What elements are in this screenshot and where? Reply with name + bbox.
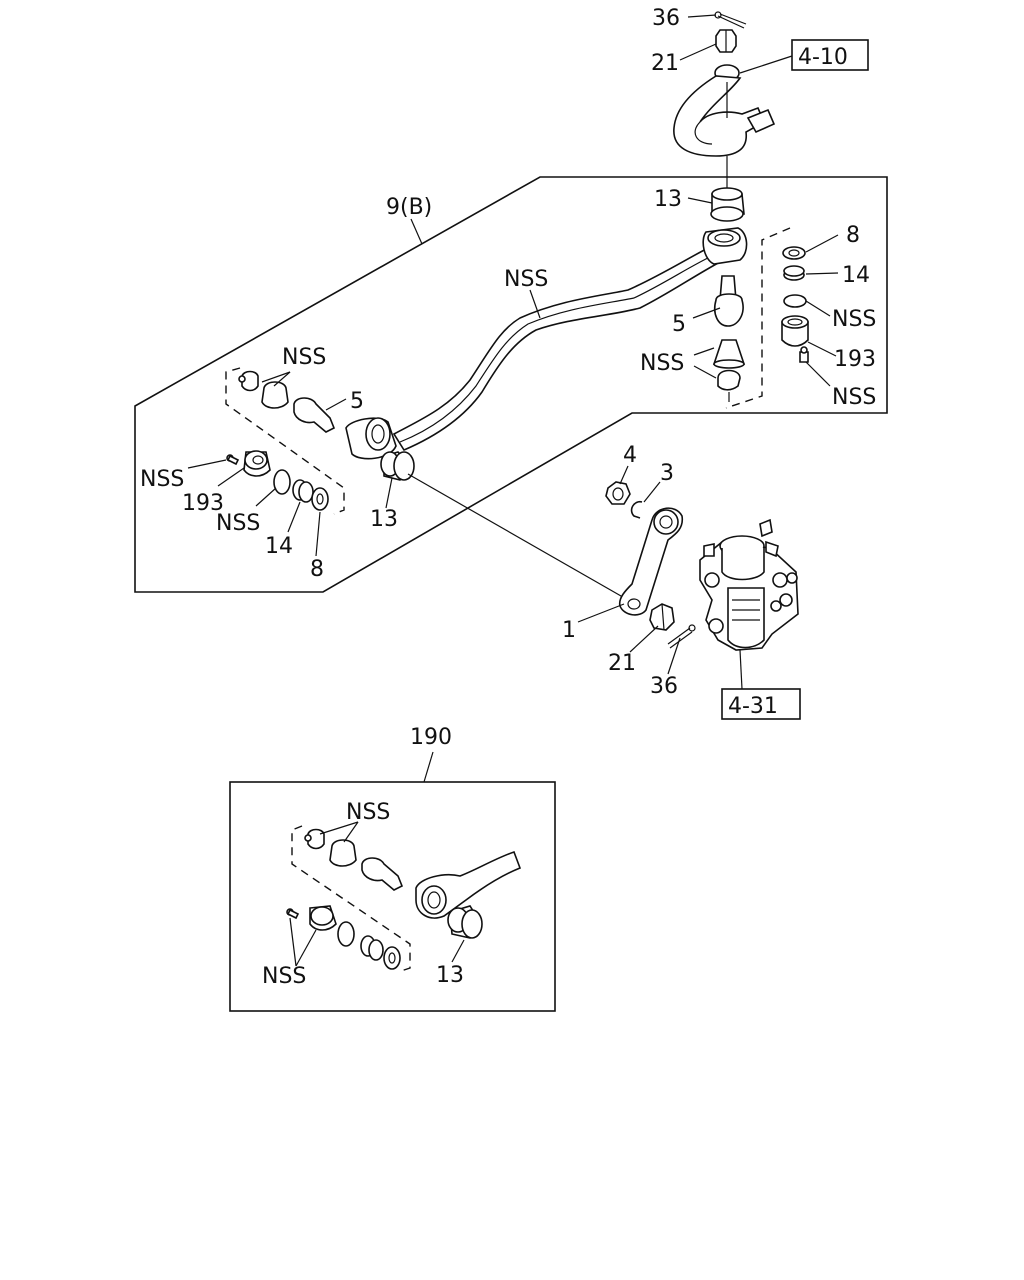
label-21-top: 21 <box>651 51 679 76</box>
inset-bushing-13 <box>447 905 483 939</box>
inset-seal <box>337 921 355 947</box>
bushing-to-arm-line <box>407 473 629 601</box>
tie-rod-tube <box>392 244 722 452</box>
label-nss-left-1: NSS <box>282 345 326 370</box>
inset-grease-nipple-top <box>304 828 325 850</box>
label-8-right: 8 <box>846 223 860 248</box>
left-group-bracket-top <box>225 367 345 515</box>
right-group-bracket <box>725 227 791 409</box>
tie-rod-end-left <box>345 417 397 460</box>
spring-14-right <box>783 265 805 281</box>
label-9b: 9(B) <box>386 195 432 220</box>
grease-nipple-left-top <box>238 370 259 392</box>
idler-arm-bracket <box>673 64 776 157</box>
clip-3 <box>630 500 643 519</box>
label-3: 3 <box>660 461 674 486</box>
label-36-bottom: 36 <box>650 674 678 699</box>
label-nss-right-1: NSS <box>832 307 876 332</box>
castle-nut-top <box>715 29 737 53</box>
castle-nut-bottom <box>649 603 675 631</box>
spring-14-left <box>292 479 314 503</box>
seal-right <box>783 294 807 308</box>
grease-nipple-right <box>799 346 809 363</box>
seat-right <box>717 369 741 402</box>
inset-washer <box>383 946 401 970</box>
label-nss-tube: NSS <box>504 267 548 292</box>
label-13-inset: 13 <box>436 963 464 988</box>
label-nss-right-3: NSS <box>640 351 684 376</box>
label-8-left: 8 <box>310 557 324 582</box>
label-36-top: 36 <box>652 6 680 31</box>
label-13-top: 13 <box>654 187 682 212</box>
main-panel-outline <box>134 176 888 593</box>
grease-nipple-left <box>226 454 240 466</box>
cotter-pin-bottom <box>667 624 696 649</box>
inset-tie-rod <box>415 850 522 919</box>
label-nss-inset-1: NSS <box>346 800 390 825</box>
inset-190-frame <box>229 781 556 1012</box>
inset-190-leader <box>423 751 434 783</box>
bushing-13-top <box>710 187 745 222</box>
label-5-right: 5 <box>672 312 686 337</box>
tie-rod-end-right <box>702 227 748 265</box>
leader-lines <box>187 14 839 967</box>
ball-stud-5-left <box>293 397 336 433</box>
label-14-left: 14 <box>265 534 293 559</box>
label-13-left: 13 <box>370 507 398 532</box>
nut-4 <box>605 481 631 505</box>
label-14-right: 14 <box>842 263 870 288</box>
label-21-bottom: 21 <box>608 651 636 676</box>
inset-spring <box>360 935 384 961</box>
ball-stud-5-right <box>713 275 744 327</box>
inset-dust-boot <box>329 839 357 867</box>
label-4-10: 4-10 <box>798 45 848 70</box>
inset-grease-nipple <box>286 908 300 920</box>
plug-193-left <box>243 450 271 477</box>
inset-ball-stud <box>361 857 404 891</box>
dust-boot-right <box>712 339 746 369</box>
label-5-left: 5 <box>350 389 364 414</box>
ref-box-4-10 <box>791 39 869 71</box>
dust-boot-left <box>261 381 289 409</box>
label-193-right: 193 <box>834 347 876 372</box>
label-nss-inset-2: NSS <box>262 964 306 989</box>
label-nss-left-2: NSS <box>140 467 184 492</box>
label-1: 1 <box>562 618 576 643</box>
label-190: 190 <box>410 725 452 750</box>
label-nss-right-2: NSS <box>832 385 876 410</box>
label-4: 4 <box>623 443 637 468</box>
washer-8-left <box>311 487 329 511</box>
label-193-left: 193 <box>182 491 224 516</box>
pitman-arm <box>618 507 684 616</box>
washer-8-right <box>782 246 806 260</box>
label-4-31: 4-31 <box>728 694 778 719</box>
plug-193-right <box>781 315 809 347</box>
ref-box-4-31 <box>721 688 801 720</box>
inset-plug <box>309 905 337 931</box>
cotter-pin-top <box>714 11 747 29</box>
steering-gear-box <box>699 518 799 651</box>
bushing-13-left <box>380 451 415 481</box>
seal-left <box>273 469 291 495</box>
label-nss-left-3: NSS <box>216 511 260 536</box>
inset-group-bracket <box>291 825 411 973</box>
